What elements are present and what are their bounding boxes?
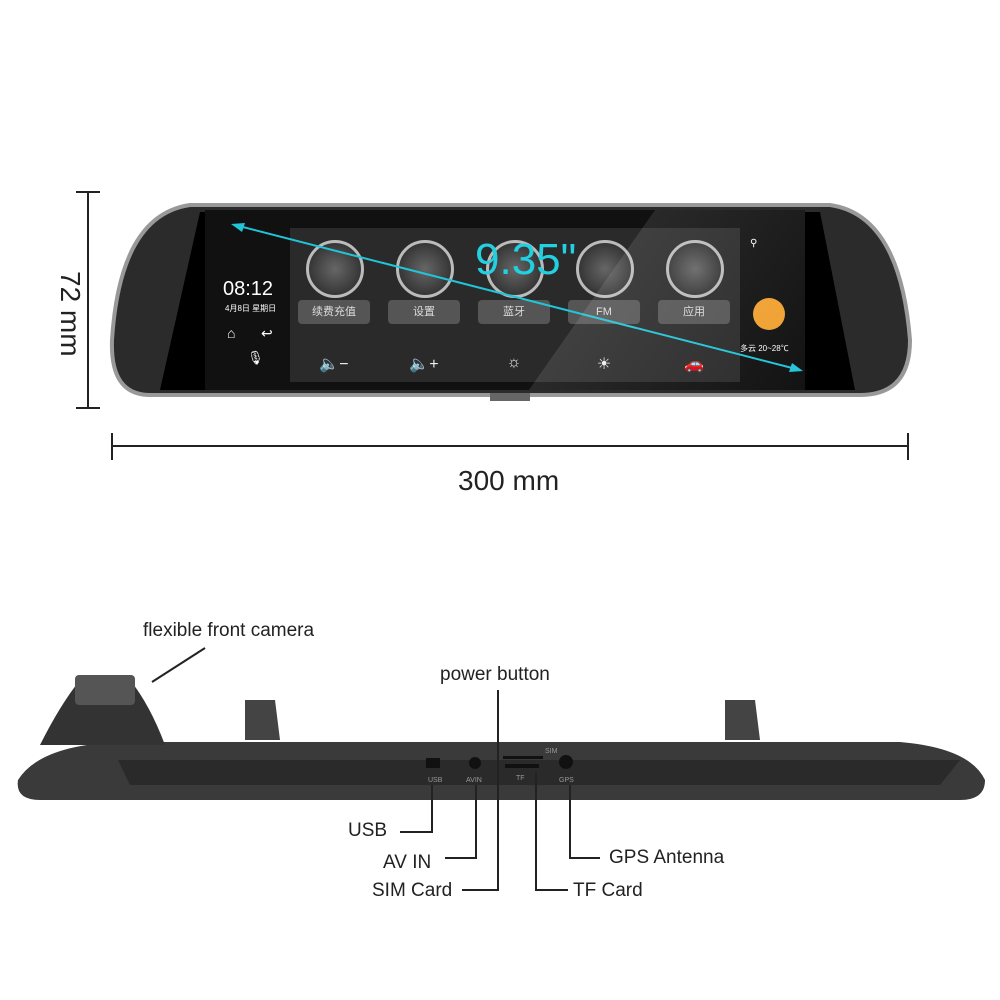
diagonal-arrow	[231, 223, 803, 372]
dimension-lines	[76, 191, 909, 460]
volume-down-icon[interactable]: 🔈−	[319, 356, 349, 373]
gps-antenna-callout: GPS Antenna	[609, 847, 725, 868]
app-item[interactable]: 应用	[658, 240, 730, 330]
volume-up-icon[interactable]: 🔈+	[409, 356, 439, 373]
weather-icon	[753, 298, 785, 330]
width-dimension: 300 mm	[458, 465, 560, 496]
av-port-label: AVIN	[466, 777, 482, 784]
mirror-screen: 08:12 4月8日 星期日 ⌂ ↩ 🎙 续费充值 设置 蓝牙 FM 应用 🔈−…	[205, 210, 805, 390]
date: 4月8日 星期日	[225, 304, 277, 313]
app-panel: 续费充值 设置 蓝牙 FM 应用 🔈− 🔈+ ☼ ☀ 🚗	[290, 228, 740, 382]
location-icon: ⚲	[750, 238, 758, 249]
back-icon[interactable]: ↩	[261, 325, 273, 341]
gps-port-label: GPS	[559, 777, 574, 784]
screen-size-label: 9.35"	[475, 235, 577, 284]
usb-callout: USB	[348, 820, 388, 841]
tf-card-callout: TF Card	[573, 880, 643, 901]
usb-port-label: USB	[428, 777, 443, 784]
sim-card-callout: SIM Card	[372, 880, 453, 901]
microphone-icon[interactable]: 🎙	[247, 350, 264, 365]
radio-icon	[576, 240, 634, 298]
av-in-callout: AV IN	[383, 852, 432, 873]
tf-slot-label: TF	[516, 775, 525, 782]
weather-text: 多云 20~28℃	[740, 344, 789, 353]
app-item[interactable]: FM	[568, 240, 640, 330]
brightness-down-icon[interactable]: ☼	[506, 354, 522, 371]
home-icon[interactable]: ⌂	[227, 325, 236, 341]
sim-slot-label: SIM	[545, 748, 558, 755]
app-item[interactable]: 续费充值	[298, 240, 370, 330]
clock: 08:12	[223, 278, 274, 300]
brightness-up-icon[interactable]: ☀	[596, 356, 612, 373]
front-camera-callout: flexible front camera	[143, 620, 315, 641]
app-store-icon	[666, 240, 724, 298]
car-icon[interactable]: 🚗	[684, 356, 704, 373]
power-button-callout: power button	[440, 664, 550, 685]
